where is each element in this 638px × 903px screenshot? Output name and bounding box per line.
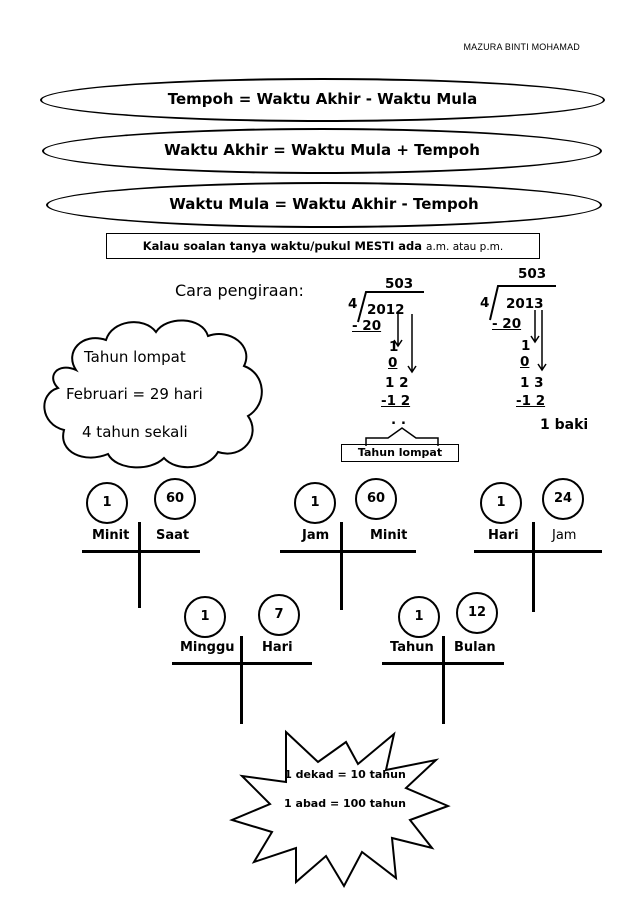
div-right-sub3: -1 2 bbox=[516, 393, 546, 409]
div-left-r1: 1 bbox=[389, 339, 399, 355]
div-left-bracket bbox=[357, 291, 424, 323]
formula-waktu-akhir: Waktu Akhir = Waktu Mula + Tempoh bbox=[42, 128, 602, 174]
conv-minggu-b: 7 bbox=[274, 607, 284, 622]
conv-jam-unit-a: Jam bbox=[302, 528, 330, 543]
conv-jam-unit-b: Minit bbox=[370, 528, 408, 543]
div-left-arrows bbox=[393, 314, 417, 374]
formula-waktu-mula: Waktu Mula = Waktu Akhir - Tempoh bbox=[46, 182, 602, 228]
formula-tempoh: Tempoh = Waktu Akhir - Waktu Mula bbox=[40, 78, 605, 122]
conv-minggu-unit-b: Hari bbox=[262, 640, 293, 655]
conv-tahun-vline bbox=[442, 636, 445, 724]
div-right-sub1: - 20 bbox=[492, 316, 522, 332]
div-right-r3: 1 3 bbox=[520, 375, 544, 391]
conv-hari-unit-a: Hari bbox=[488, 528, 519, 543]
conv-hari-circle-b: 24 bbox=[542, 478, 584, 520]
conv-tahun-circle-a: 1 bbox=[398, 596, 440, 638]
conv-jam-hline bbox=[280, 550, 416, 553]
conv-hari-circle-a: 1 bbox=[480, 482, 522, 524]
conv-tahun-unit-b: Bulan bbox=[454, 640, 496, 655]
conv-hari-b: 24 bbox=[553, 491, 573, 506]
div-left-quotient: 503 bbox=[385, 276, 414, 292]
div-left-r2: 0 bbox=[388, 355, 398, 371]
conv-minit-hline bbox=[82, 550, 200, 553]
div-left-divisor: 4 bbox=[348, 296, 358, 312]
conv-jam-vline bbox=[340, 522, 343, 610]
div-right-arrows bbox=[530, 310, 547, 372]
formula-waktu-mula-text: Waktu Mula = Waktu Akhir - Tempoh bbox=[169, 195, 479, 213]
conv-minggu-a: 1 bbox=[200, 609, 210, 624]
div-left-label-arrow bbox=[365, 427, 439, 446]
div-right-quotient: 503 bbox=[518, 266, 547, 282]
conv-tahun-b: 12 bbox=[467, 605, 487, 620]
conv-tahun-unit-a: Tahun bbox=[390, 640, 434, 655]
div-right-r2: 0 bbox=[520, 354, 530, 370]
conv-hari-hline bbox=[474, 550, 602, 553]
cloud-line-3: 4 tahun sekali bbox=[82, 423, 188, 441]
conv-jam-circle-a: 1 bbox=[294, 482, 336, 524]
cloud-shape bbox=[43, 319, 263, 469]
note-text: Kalau soalan tanya waktu/pukul MESTI ada bbox=[142, 239, 422, 253]
conv-tahun-a: 1 bbox=[414, 609, 424, 624]
cloud-line-2: Februari = 29 hari bbox=[66, 385, 203, 403]
starburst-line-2: 1 abad = 100 tahun bbox=[284, 797, 406, 810]
conv-minggu-circle-b: 7 bbox=[258, 594, 300, 636]
conv-jam-circle-b: 60 bbox=[355, 478, 397, 520]
div-left-label-box: Tahun lompat bbox=[341, 444, 459, 462]
div-right-r1: 1 bbox=[521, 338, 531, 354]
conv-tahun-circle-b: 12 bbox=[456, 592, 498, 634]
conv-hari-vline bbox=[532, 522, 535, 612]
note-ampm: a.m. atau p.m. bbox=[426, 241, 504, 253]
div-left-label: Tahun lompat bbox=[357, 446, 443, 459]
div-right-baki: 1 baki bbox=[540, 417, 589, 433]
conv-jam-b: 60 bbox=[366, 491, 386, 506]
conv-minit-vline bbox=[138, 522, 141, 608]
conv-hari-a: 1 bbox=[496, 495, 506, 510]
div-left-sub1: - 20 bbox=[352, 318, 382, 334]
starburst-shape bbox=[229, 729, 451, 889]
conv-minggu-unit-a: Minggu bbox=[180, 640, 235, 655]
conv-minggu-circle-a: 1 bbox=[184, 596, 226, 638]
conv-minit-circle-a: 1 bbox=[86, 482, 128, 524]
cloud-line-1: Tahun lompat bbox=[84, 348, 186, 366]
conv-minit-a: 1 bbox=[102, 495, 112, 510]
conv-hari-unit-b: Jam bbox=[552, 528, 577, 543]
conv-minit-b: 60 bbox=[165, 491, 185, 506]
div-right-bracket bbox=[489, 285, 556, 321]
formula-tempoh-text: Tempoh = Waktu Akhir - Waktu Mula bbox=[167, 90, 478, 108]
conv-minit-unit-b: Saat bbox=[156, 528, 190, 543]
div-left-result: . . bbox=[391, 412, 406, 428]
div-left-dividend: 2012 bbox=[367, 302, 405, 318]
conv-minit-unit-a: Minit bbox=[92, 528, 130, 543]
div-right-dividend: 2013 bbox=[506, 296, 544, 312]
conv-minggu-vline bbox=[240, 636, 243, 724]
conv-jam-a: 1 bbox=[310, 495, 320, 510]
formula-waktu-akhir-text: Waktu Akhir = Waktu Mula + Tempoh bbox=[164, 141, 480, 159]
cara-pengiraan-label: Cara pengiraan: bbox=[175, 281, 304, 300]
div-left-r3: 1 2 bbox=[385, 375, 409, 391]
conv-minit-circle-b: 60 bbox=[154, 478, 196, 520]
div-left-sub3: -1 2 bbox=[381, 393, 411, 409]
author-name: MAZURA BINTI MOHAMAD bbox=[463, 42, 580, 52]
note-box: Kalau soalan tanya waktu/pukul MESTI ada… bbox=[106, 233, 540, 259]
starburst-line-1: 1 dekad = 10 tahun bbox=[284, 768, 406, 781]
div-right-divisor: 4 bbox=[480, 295, 490, 311]
